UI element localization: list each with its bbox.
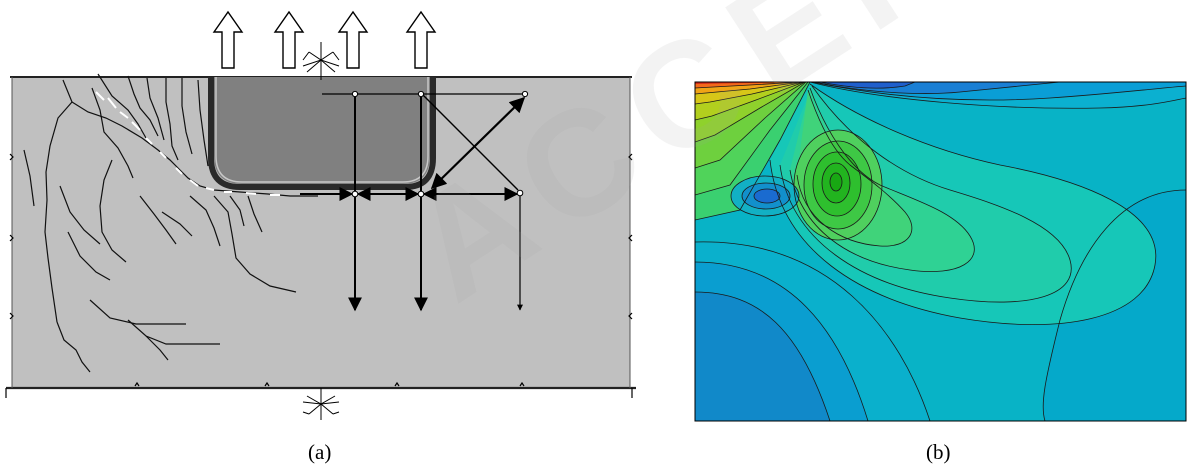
pullout-load-arrows	[212, 10, 437, 69]
contour-band	[820, 82, 915, 89]
node	[417, 90, 425, 98]
load-arrow-4	[405, 10, 437, 69]
node	[351, 190, 359, 198]
contour-band	[695, 241, 930, 421]
crushing-zone	[95, 91, 280, 196]
panel-a-diagram	[5, 10, 636, 420]
panel-b-contour-plot	[694, 81, 1187, 422]
contour-band	[695, 292, 830, 421]
panel-a-caption: (a)	[308, 440, 332, 464]
contour-band	[754, 189, 780, 203]
load-arrow-2	[273, 10, 305, 69]
load-arrow-3	[337, 10, 369, 69]
node	[417, 190, 425, 198]
crack-pattern	[23, 73, 318, 373]
bottom-support-symbol	[302, 388, 340, 420]
contour-band	[695, 262, 868, 421]
side-ticks	[5, 153, 633, 398]
contour-lines	[695, 82, 1186, 421]
node	[351, 90, 359, 98]
node	[516, 189, 524, 197]
node	[521, 90, 529, 98]
panel-b-caption: (b)	[926, 440, 951, 464]
model-nodes	[351, 90, 529, 198]
support-symbols	[302, 42, 340, 420]
contour-band	[830, 173, 842, 191]
top-support-symbol	[302, 42, 340, 80]
load-arrow-1	[212, 10, 244, 69]
contour-plot-frame	[694, 81, 1187, 422]
